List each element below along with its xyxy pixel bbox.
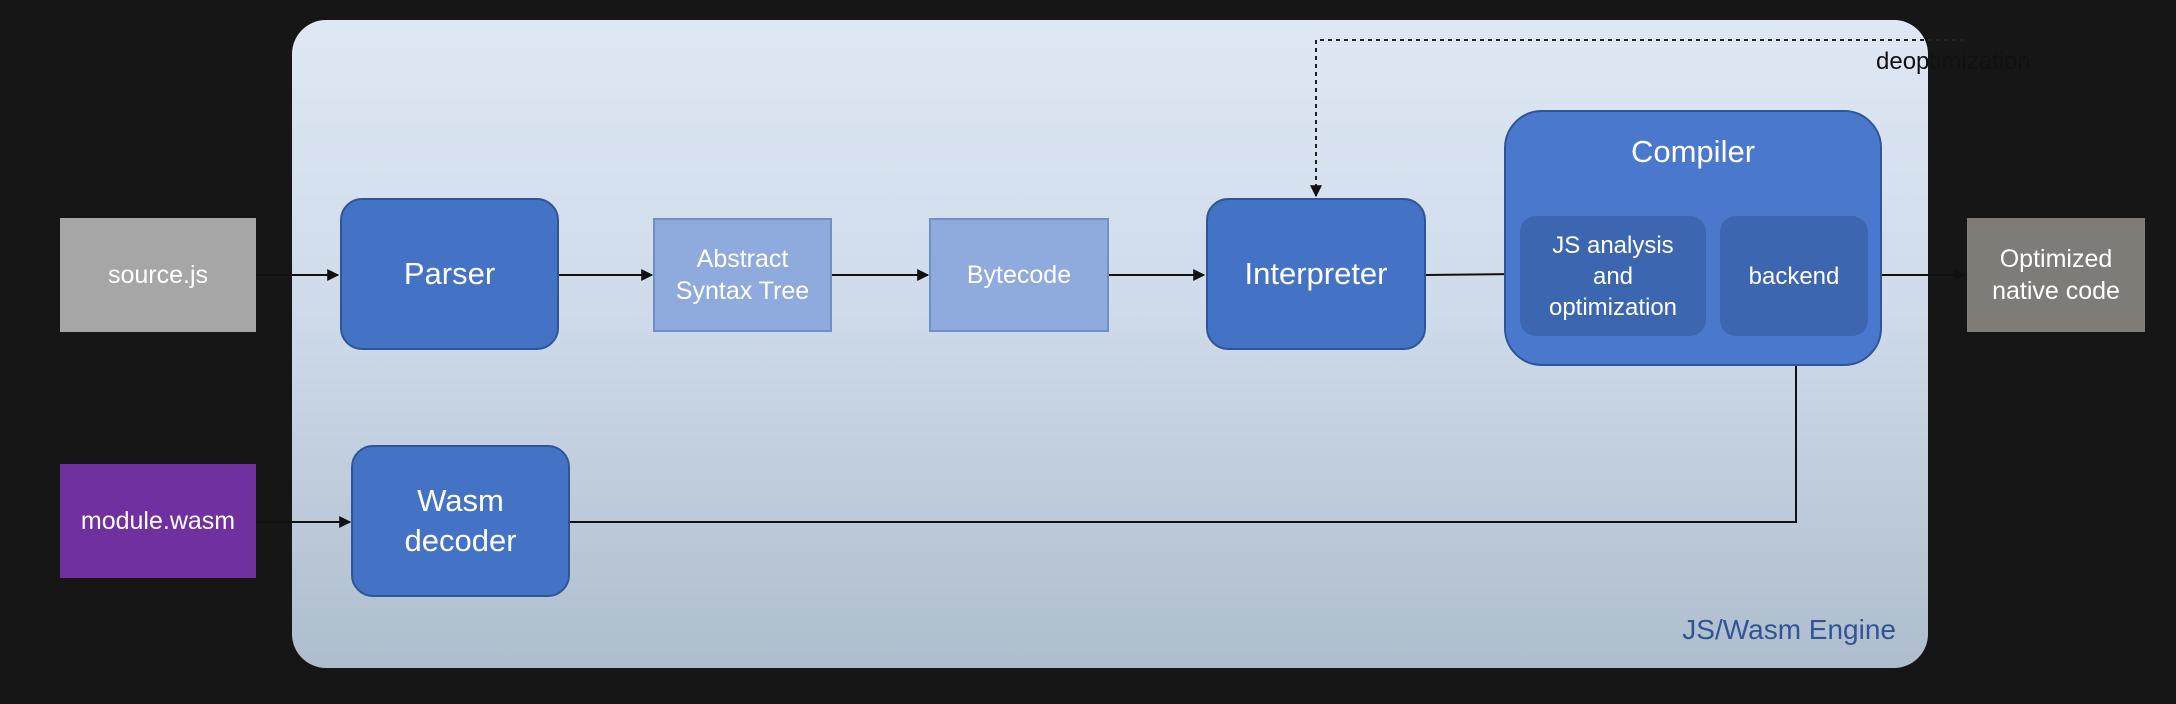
parser-label: Parser (403, 256, 496, 291)
ast-node: Abstract Syntax Tree (653, 218, 832, 332)
ast-label: Abstract Syntax Tree (675, 245, 810, 305)
source-js-input: source.js (60, 218, 256, 332)
backend-node: backend (1720, 216, 1868, 336)
interpreter-node: Interpreter (1206, 198, 1426, 350)
engine-label: JS/Wasm Engine (1682, 614, 1896, 645)
js-analysis-node: JS analysis and optimization (1520, 216, 1706, 336)
wasm-decoder-label: Wasm decoder (404, 483, 517, 558)
compiler-group: Compiler JS analysis and optimization ba… (1504, 110, 1882, 366)
compiler-title: Compiler (1630, 134, 1756, 169)
source-js-label: source.js (107, 260, 209, 289)
interpreter-label: Interpreter (1244, 256, 1388, 291)
module-wasm-label: module.wasm (80, 506, 236, 535)
deoptimization-label: deoptimization (1876, 48, 2031, 75)
bytecode-node: Bytecode (929, 218, 1109, 332)
output-label: Optimized native code (1992, 245, 2120, 305)
wasm-decoder-node: Wasm decoder (351, 445, 570, 597)
backend-label: backend (1748, 262, 1840, 290)
module-wasm-input: module.wasm (60, 464, 256, 578)
bytecode-label: Bytecode (966, 261, 1072, 289)
optimized-native-code-output: Optimized native code (1967, 218, 2145, 332)
js-analysis-label: JS analysis and optimization (1548, 231, 1678, 321)
parser-node: Parser (340, 198, 559, 350)
